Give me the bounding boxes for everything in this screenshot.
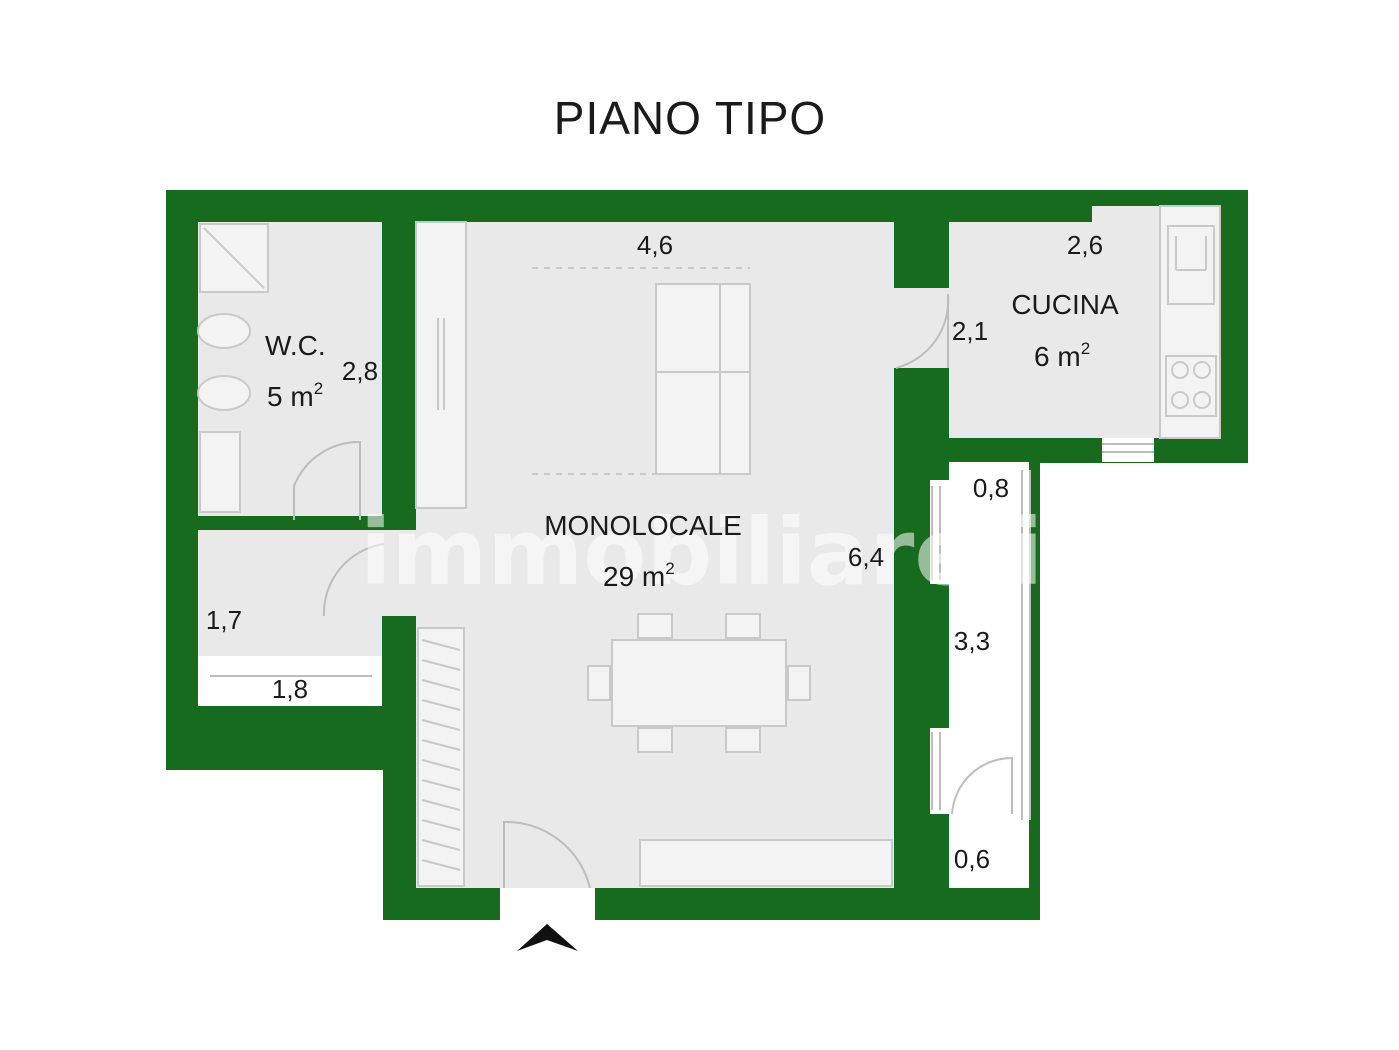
wc-name: W.C. bbox=[265, 330, 326, 361]
chair bbox=[637, 613, 673, 639]
dim-kitchen-width: 2,6 bbox=[1067, 230, 1103, 260]
dim-balcony-mid: 3,3 bbox=[954, 626, 990, 656]
chair bbox=[787, 665, 811, 701]
dim-kitchen-depth: 2,1 bbox=[952, 316, 988, 346]
kitchen-window-gap bbox=[1102, 438, 1154, 462]
dim-balcony-top: 0,8 bbox=[973, 473, 1009, 503]
living-wc-opening bbox=[382, 530, 416, 616]
fixtures bbox=[197, 205, 1221, 887]
radiator bbox=[417, 627, 465, 887]
dimension-labels: 4,6 2,6 2,1 2,8 1,7 1,8 6,4 0,8 3,3 0,6 bbox=[206, 230, 1103, 874]
watermark: immobiliare.it bbox=[360, 499, 1087, 606]
chair bbox=[725, 727, 761, 753]
toilet bbox=[197, 313, 251, 349]
wc-area-value: 5 m bbox=[267, 381, 314, 412]
sofa bbox=[655, 283, 751, 475]
wc-area-sup: 2 bbox=[314, 379, 323, 398]
dim-living-width: 4,6 bbox=[637, 230, 673, 260]
room-labels: W.C. 5 m2 CUCINA 6 m2 MONOLOCALE 29 m2 bbox=[265, 289, 1119, 592]
entrance-gap bbox=[500, 888, 595, 920]
chair bbox=[725, 613, 761, 639]
kitchen-area: 6 m2 bbox=[1034, 339, 1090, 372]
chair bbox=[587, 665, 611, 701]
living-area-value: 29 m bbox=[603, 561, 665, 592]
wardrobe bbox=[415, 221, 467, 509]
living-name: MONOLOCALE bbox=[544, 510, 742, 541]
hall-bench bbox=[198, 656, 382, 706]
chair bbox=[637, 727, 673, 753]
bidet bbox=[197, 375, 251, 411]
plan-title: PIANO TIPO bbox=[554, 92, 826, 144]
living-area-sup: 2 bbox=[665, 559, 674, 578]
dining-table bbox=[611, 639, 787, 727]
entrance-arrow-icon bbox=[517, 924, 578, 951]
kitchen-area-sup: 2 bbox=[1081, 339, 1090, 358]
kitchen-door bbox=[895, 293, 950, 369]
dim-hall-depth: 1,7 bbox=[206, 605, 242, 635]
wc-area: 5 m2 bbox=[267, 379, 323, 412]
dim-hall-width: 1,8 bbox=[272, 674, 308, 704]
wc-door bbox=[293, 440, 361, 520]
kitchen-sink bbox=[1167, 225, 1215, 305]
kitchen-area-value: 6 m bbox=[1034, 341, 1081, 372]
entrance-door bbox=[503, 820, 591, 889]
kitchen-name: CUCINA bbox=[1011, 289, 1119, 320]
dim-living-depth: 6,4 bbox=[848, 542, 884, 572]
doors bbox=[210, 293, 1154, 889]
dim-wc-depth: 2,8 bbox=[342, 356, 378, 386]
wc-sink bbox=[199, 431, 241, 513]
hall-door bbox=[322, 543, 385, 617]
living-area: 29 m2 bbox=[603, 559, 675, 592]
tv-unit bbox=[639, 839, 893, 887]
balcony-door bbox=[951, 756, 1013, 815]
balcony-floor bbox=[949, 462, 1029, 888]
dim-balcony-bottom: 0,6 bbox=[954, 844, 990, 874]
